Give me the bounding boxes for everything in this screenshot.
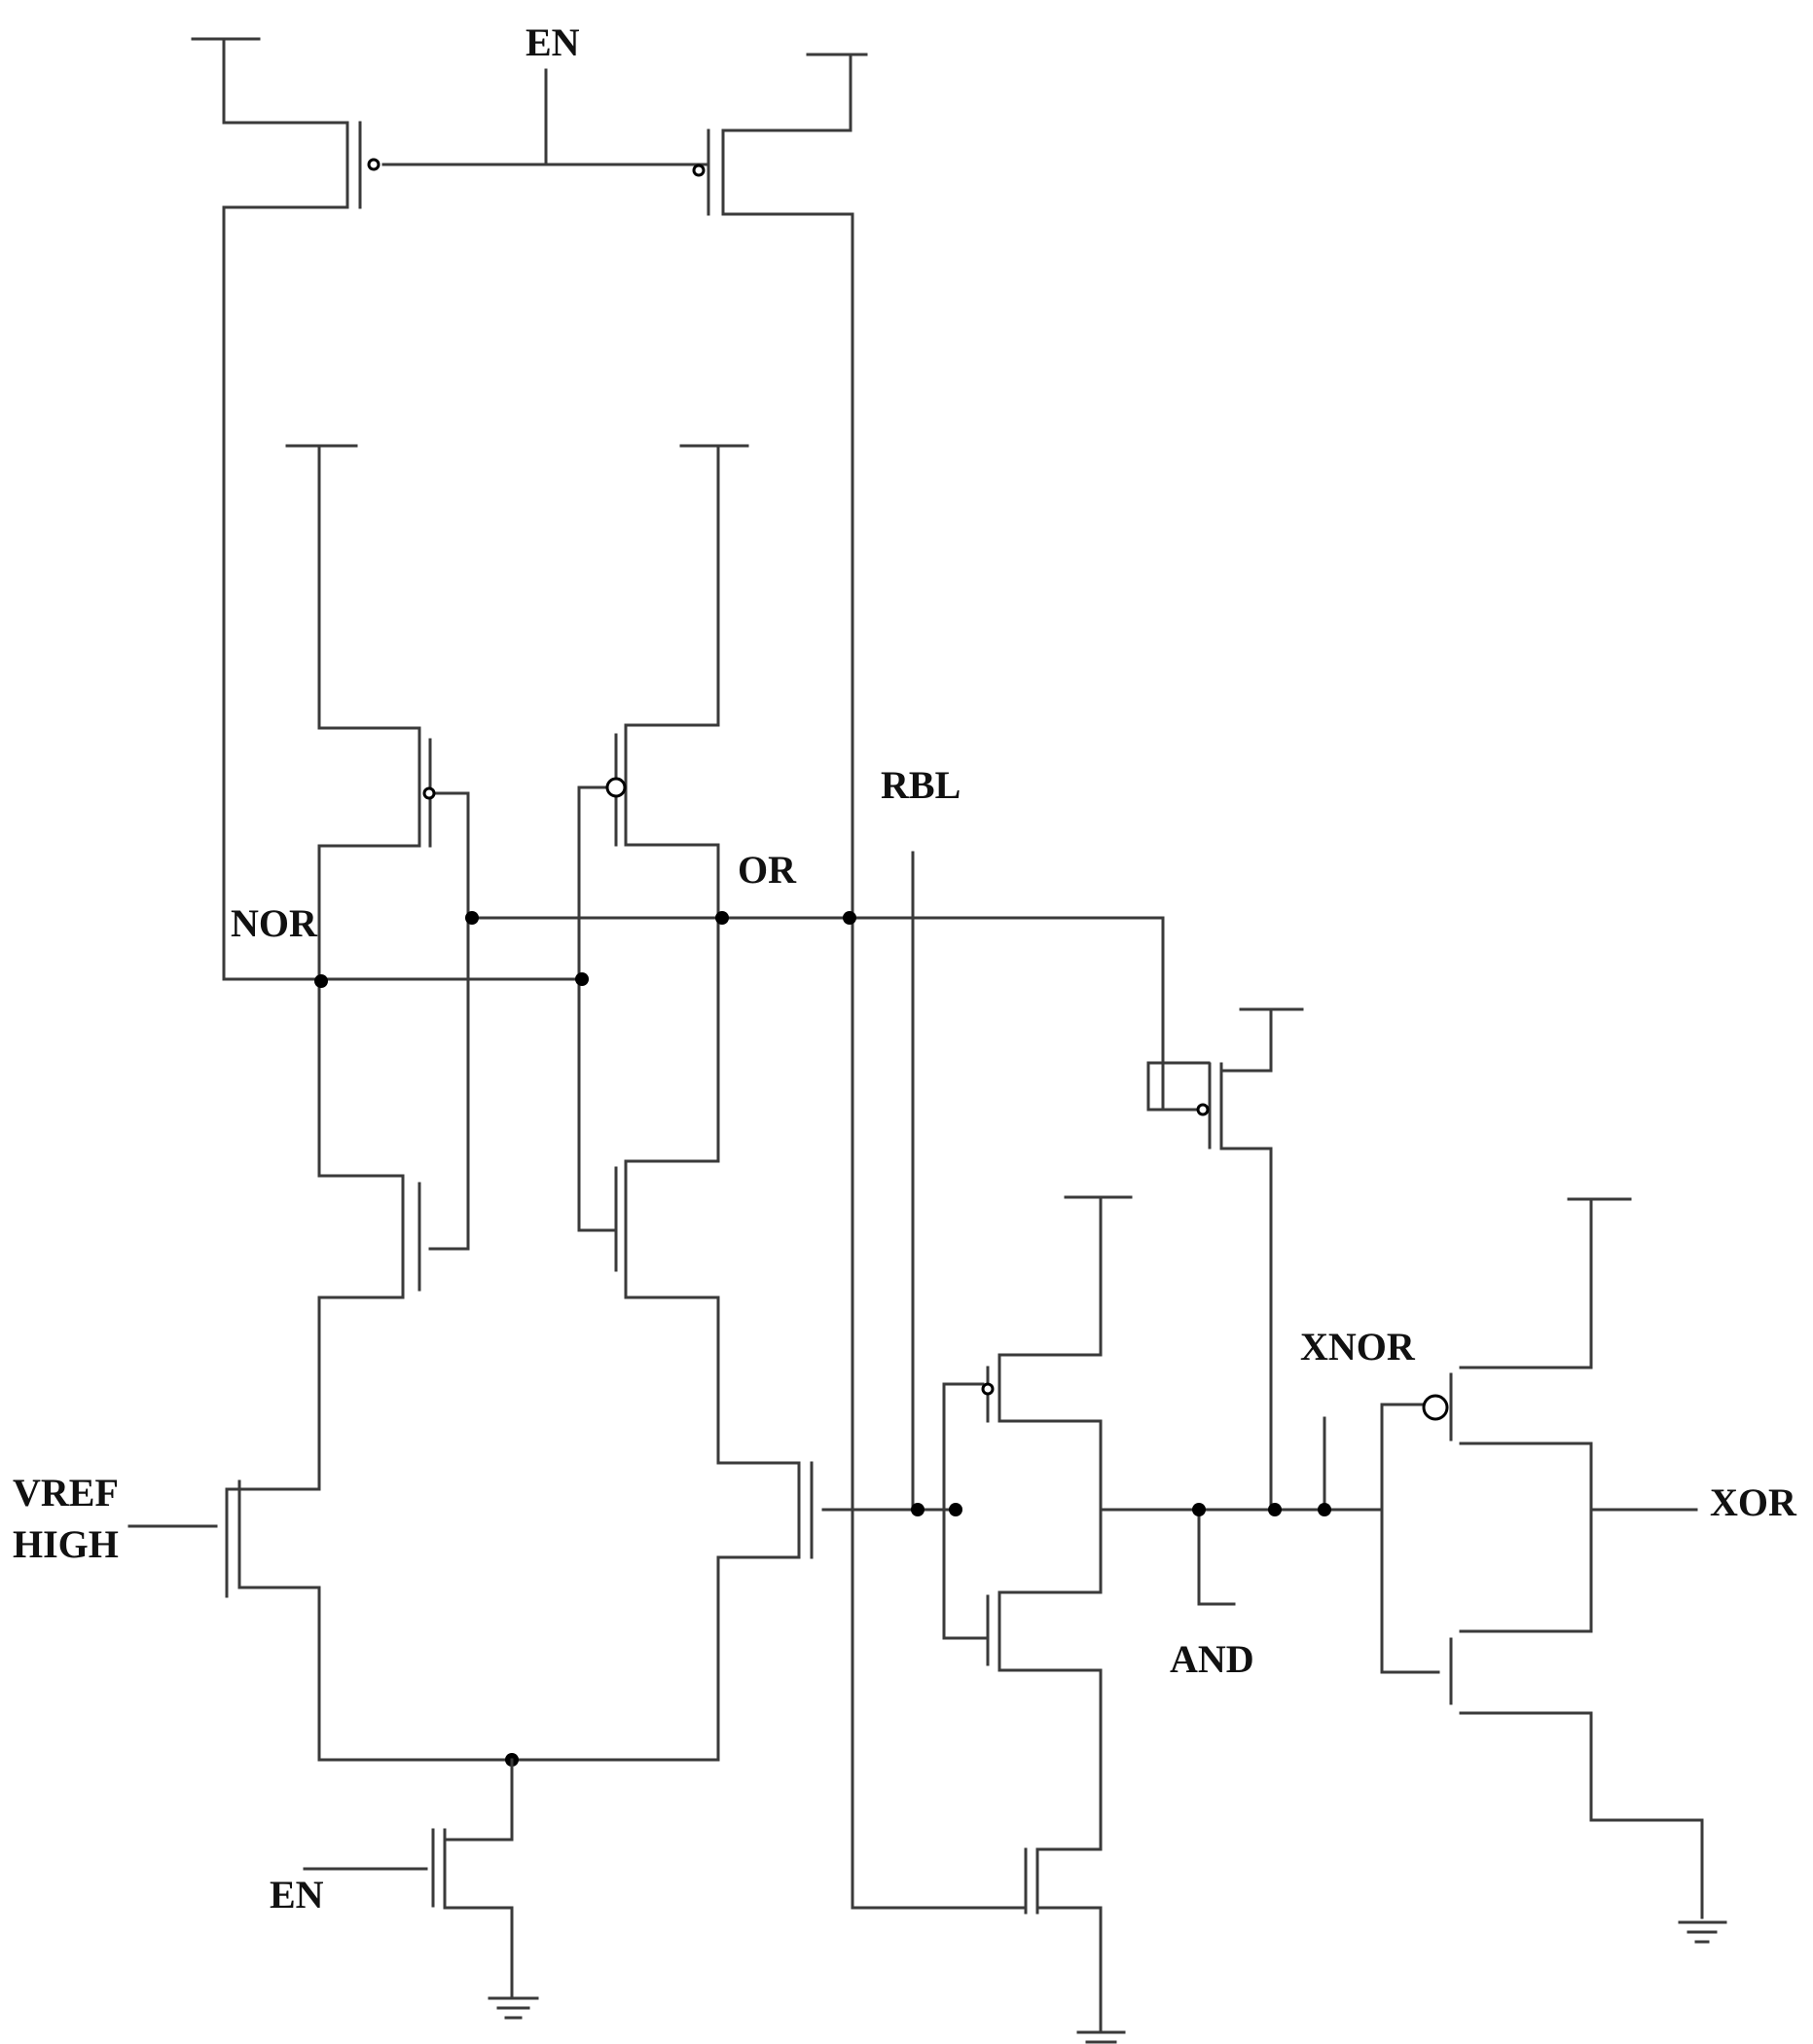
xnor-label: XNOR [1300,1325,1416,1369]
vref-label-line1: VREF [13,1471,119,1515]
vref-label-line2: HIGH [13,1522,119,1566]
rbl-bottom-nmos [1024,1847,1126,2044]
rbl-line [911,851,925,1516]
nor-label: NOR [231,901,318,945]
en-top-label: EN [526,20,580,64]
tail-en-nmos [303,1758,539,2020]
and-label: AND [1170,1637,1254,1681]
top-en-pmos-pair [191,37,1028,1910]
middle-pmos-pair [228,444,801,1491]
labels: EN RBL OR NOR XNOR VREF HIGH XOR AND EN [13,20,1797,1916]
rbl-label: RBL [881,763,961,807]
cross-coupled-nodes [222,911,1198,1112]
en-bottom-label: EN [270,1873,324,1916]
middle-nmos-pair [417,1166,618,1292]
or-label: OR [738,848,797,892]
and-stage [942,1195,1384,1851]
xor-label: XOR [1710,1480,1797,1524]
xnor-pmos [1146,1007,1331,1516]
xor-inverter [1380,1197,1727,1944]
differential-pair [127,1461,951,1767]
